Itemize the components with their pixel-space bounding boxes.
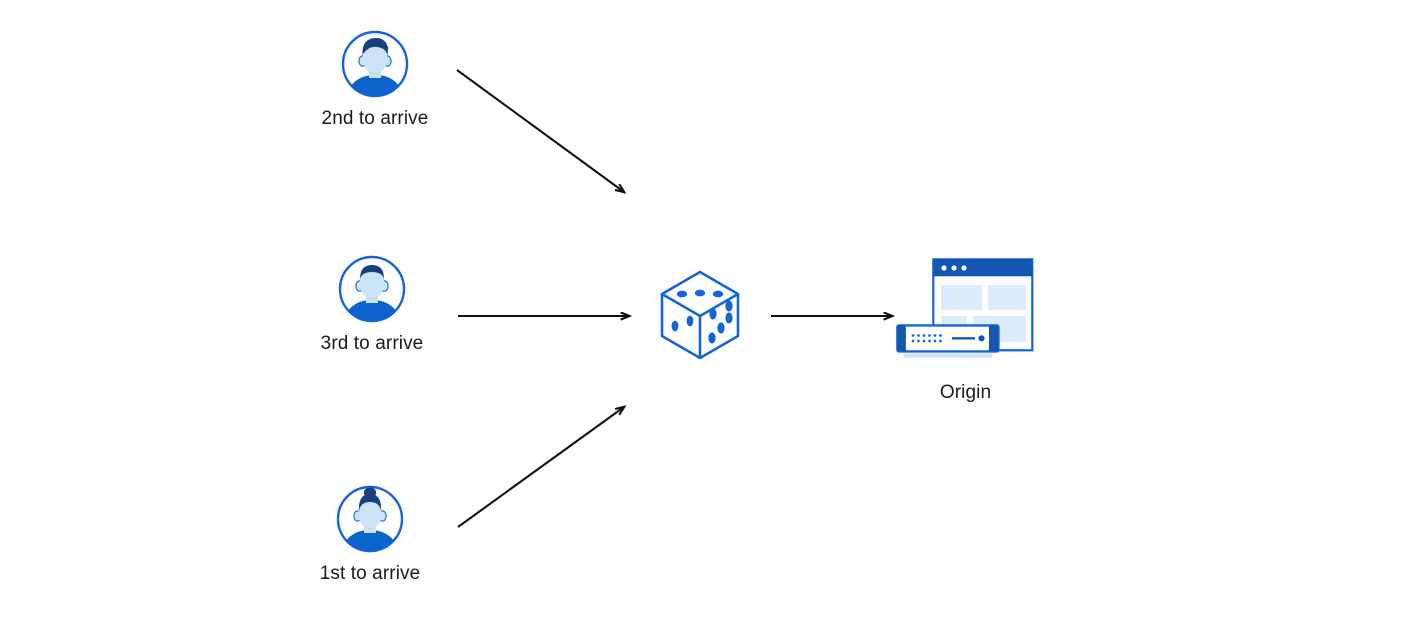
client-label-2nd: 2nd to arrive	[321, 108, 429, 129]
user-avatar-icon	[334, 483, 406, 555]
client-label-3rd: 3rd to arrive	[320, 333, 424, 354]
origin-server-icon	[895, 258, 1036, 368]
user-avatar-icon	[336, 253, 408, 325]
client-node-1st[interactable]: 1st to arrive	[306, 483, 434, 585]
random-selector-node[interactable]	[652, 266, 748, 370]
client-label-1st: 1st to arrive	[319, 563, 421, 584]
origin-label: Origin	[939, 382, 992, 403]
arrow-1st-to-dice	[457, 407, 624, 528]
client-node-2nd[interactable]: 2nd to arrive	[310, 28, 440, 130]
dice-icon	[654, 266, 746, 362]
arrow-2nd-to-dice	[456, 69, 624, 192]
client-node-3rd[interactable]: 3rd to arrive	[308, 253, 436, 355]
origin-node[interactable]: Origin	[893, 258, 1038, 404]
server-device-icon	[895, 324, 1000, 360]
user-avatar-icon	[339, 28, 411, 100]
